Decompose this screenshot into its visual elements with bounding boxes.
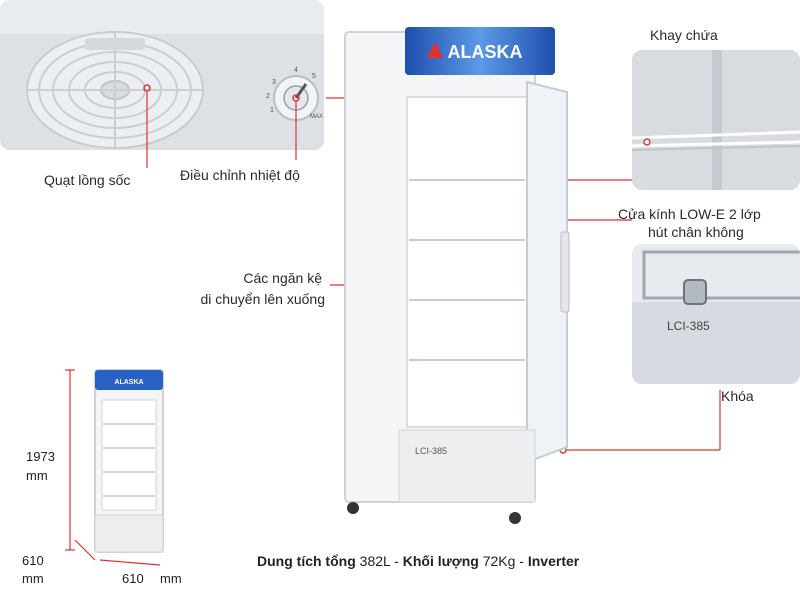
weight-label: Khối lượng xyxy=(402,553,479,569)
svg-text:4: 4 xyxy=(294,67,298,74)
caption-separator-2: - xyxy=(519,553,524,569)
svg-text:2: 2 xyxy=(266,93,270,100)
svg-text:MAX: MAX xyxy=(310,114,323,120)
label-shelves-line1: Các ngăn kệ xyxy=(243,270,322,286)
depth-unit: mm xyxy=(22,571,44,586)
spec-caption: Dung tích tổng 382L - Khối lượng 72Kg - … xyxy=(257,553,579,569)
svg-text:5: 5 xyxy=(312,73,316,80)
label-shelves-line2: di chuyển lên xuống xyxy=(200,291,325,307)
fan-thermostat-illustration: 3 2 1 4 5 MAX xyxy=(0,0,324,150)
lock-icon xyxy=(683,279,707,305)
tray-photo xyxy=(632,50,800,190)
brand-logo: ALASKA xyxy=(448,42,523,62)
weight-value: 72Kg xyxy=(482,553,516,569)
main-fridge-illustration: ALASKA LCI-385 xyxy=(344,27,570,524)
width-value: 610 xyxy=(122,571,144,586)
capacity-label: Dung tích tổng xyxy=(257,553,356,569)
width-unit: mm xyxy=(160,571,182,586)
inverter-label: Inverter xyxy=(527,553,580,569)
lock-photo: LCI-385 xyxy=(632,244,800,384)
height-value: 1973 xyxy=(26,449,55,464)
fan-grille-icon xyxy=(26,31,204,149)
svg-text:3: 3 xyxy=(272,79,276,86)
caption-separator-1: - xyxy=(394,553,399,569)
dimension-fridge-illustration: ALASKA xyxy=(65,369,164,566)
fan-control-photo: 3 2 1 4 5 MAX xyxy=(0,0,324,150)
lock-model-plate: LCI-385 xyxy=(667,319,710,333)
label-temp-control: Điều chỉnh nhiệt độ xyxy=(180,167,300,183)
model-plate: LCI-385 xyxy=(415,446,447,456)
label-fan: Quạt lồng sốc xyxy=(44,172,131,188)
svg-text:ALASKA: ALASKA xyxy=(114,379,143,386)
depth-value: 610 xyxy=(22,553,44,568)
capacity-value: 382L xyxy=(359,553,391,569)
thermostat-dial-icon: 3 2 1 4 5 MAX xyxy=(266,67,323,121)
label-lock: Khóa xyxy=(721,388,754,404)
svg-text:1: 1 xyxy=(270,107,274,114)
height-unit: mm xyxy=(26,468,48,483)
label-tray: Khay chứa xyxy=(650,27,718,43)
label-glass-line1: Cửa kính LOW-E 2 lớp xyxy=(618,206,761,222)
label-glass-line2: hút chân không xyxy=(648,224,744,240)
